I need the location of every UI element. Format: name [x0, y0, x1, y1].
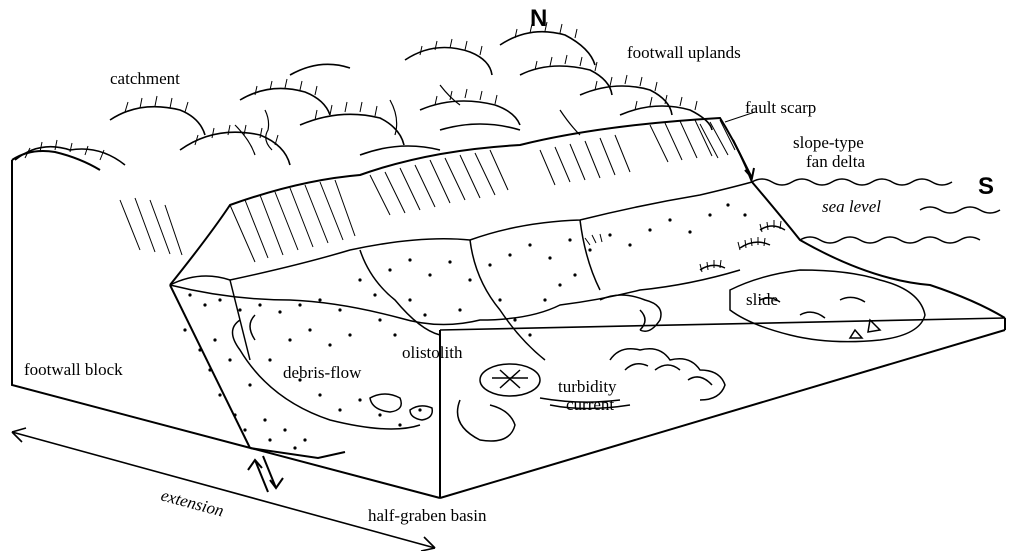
label-sea-level: sea level	[822, 197, 881, 216]
label-south: S	[978, 173, 994, 200]
scarp-hatching	[120, 120, 712, 262]
label-footwall-uplands: footwall uplands	[627, 43, 741, 62]
fault-scarp-right	[700, 120, 735, 158]
label-half-graben-basin: half-graben basin	[368, 506, 487, 525]
label-debris-flow: debris-flow	[283, 363, 362, 382]
label-fan-delta: fan delta	[806, 152, 865, 171]
fault-motion-arrow-top	[733, 140, 754, 178]
footwall-hills	[15, 32, 712, 165]
label-slide: slide	[746, 290, 778, 309]
fan-delta-stipple	[183, 203, 746, 449]
label-catchment: catchment	[110, 69, 180, 88]
drainage-channels	[235, 85, 580, 155]
label-slope-type: slope-type	[793, 133, 864, 152]
fan-delta-lobes	[170, 182, 752, 360]
fault-offset-symbol	[248, 456, 283, 492]
label-fault-scarp: fault scarp	[745, 98, 816, 117]
extension-arrow	[12, 428, 435, 551]
olistolith-block	[458, 364, 541, 441]
label-north: N	[530, 5, 547, 32]
hill-ridges	[25, 22, 697, 160]
label-olistolith: olistolith	[402, 343, 463, 362]
label-extension: extension	[159, 486, 226, 521]
label-turbidity: turbidity	[558, 377, 617, 396]
label-footwall-block: footwall block	[24, 360, 123, 379]
slide-scarps	[585, 220, 781, 272]
label-current: current	[566, 395, 614, 414]
